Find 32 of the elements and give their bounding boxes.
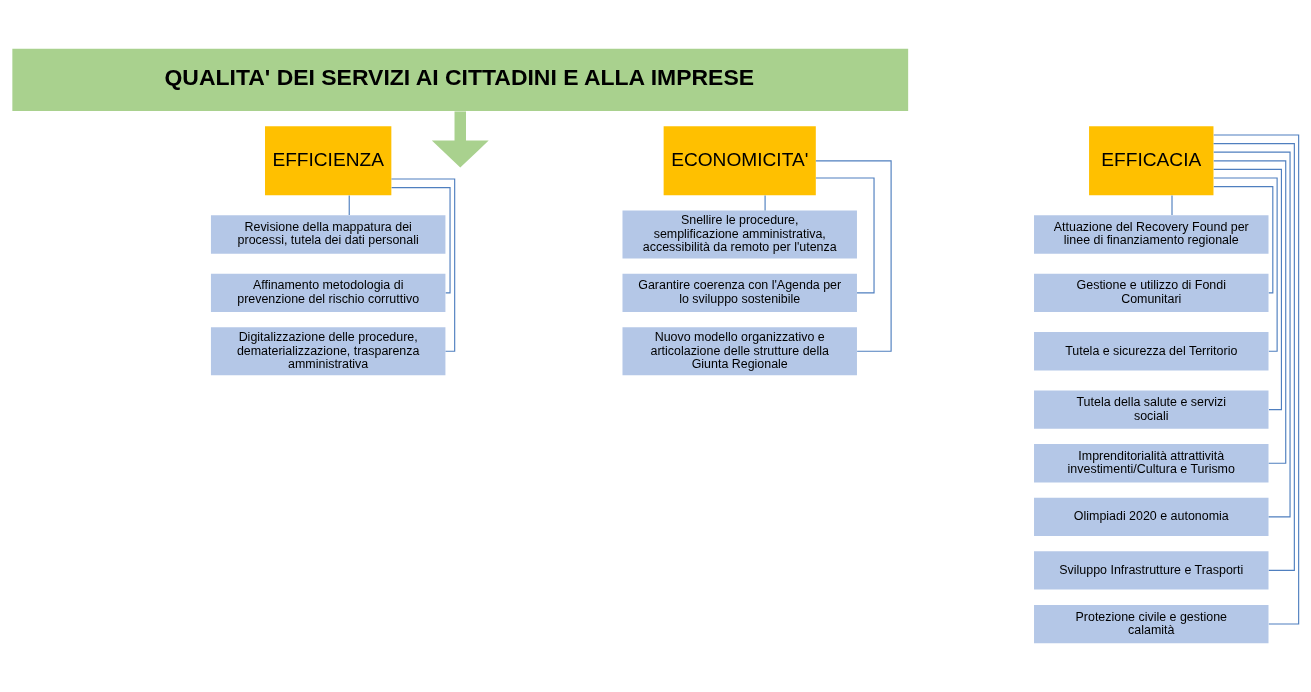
connector [390,178,456,352]
arrow [431,111,489,168]
node-box: ECONOMICITA' [663,126,816,196]
node-box: Nuovo modello organizzativo e articolazione delle strutture della Giunta Regionale [622,327,857,376]
connector [348,194,350,216]
connector [1213,134,1300,625]
node-box: Tutela e sicurezza del Territorio [1034,332,1269,371]
node-box: EFFICACIA [1089,126,1214,196]
connector [1213,160,1287,464]
node-box: Revisione della mappatura dei processi, tutela dei dati personali [210,215,446,254]
connector [1213,168,1282,411]
connector [815,160,892,352]
connector [1213,177,1278,352]
node-box: Digitalizzazione delle procedure, dematerializzazione, trasparenza amministrativa [210,327,446,376]
connector [1171,194,1173,216]
node-box: EFFICIENZA [265,126,392,196]
node-box: Gestione e utilizzo di Fondi Comunitari [1034,273,1269,312]
node-box: Sviluppo Infrastrutture e Trasporti [1034,551,1269,590]
connector [1213,143,1295,571]
node-box: Attuazione del Recovery Found per linee di finanziamento regionale [1034,215,1269,254]
connector [1213,151,1291,518]
node-box: Affinamento metodologia di prevenzione del rischio corruttivo [210,273,446,312]
node-box: Snellire le procedure, semplificazione amministrativa, accessibilità da remoto per l'utenza [622,210,857,259]
connector [764,194,766,212]
node-box: Protezione civile e gestione calamità [1034,604,1269,644]
node-box: Garantire coerenza con l'Agenda per lo sviluppo sostenibile [622,273,857,312]
node-box: QUALITA' DEI SERVIZI AI CITTADINI E ALLA IMPRESE [12,48,909,112]
connector [391,187,451,294]
node-box: Olimpiadi 2020 e autonomia [1034,497,1269,536]
node-box: Tutela della salute e servizi sociali [1034,390,1269,429]
connector [1213,186,1274,294]
node-box: Imprenditorialità attrattività investimenti/Cultura e Turismo [1034,444,1269,483]
